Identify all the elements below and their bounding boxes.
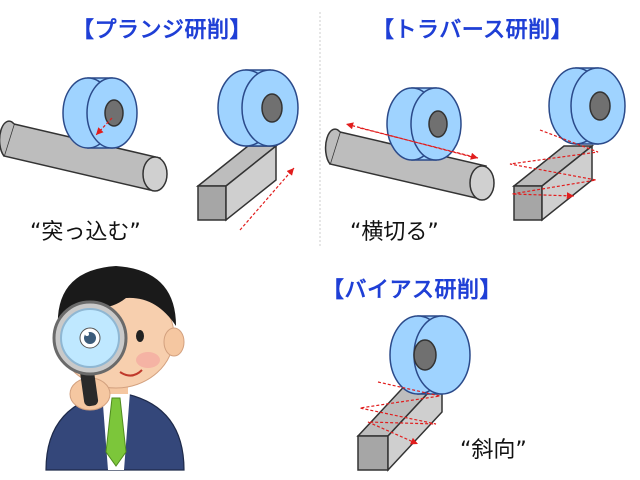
- plunge-title: 【プランジ研削】: [72, 18, 253, 43]
- bias-title: 【バイアス研削】: [322, 278, 503, 303]
- plunge-feed-arrow: [95, 117, 113, 136]
- bias-grinding-wheel: [389, 315, 471, 395]
- plunge-block-feed-arrow: [239, 167, 295, 231]
- traverse-block-workpiece: [511, 144, 595, 222]
- plunge-caption: “突っ込む”: [30, 220, 141, 245]
- cheek: [136, 352, 160, 368]
- magnifier-handle: [79, 365, 99, 407]
- hair: [57, 266, 176, 330]
- plunge-block-workpiece: [195, 144, 279, 222]
- traverse-title: 【トラバース研削】: [372, 18, 574, 43]
- plunge-cylinder-workpiece: [0, 120, 168, 192]
- traverse-cylinder-workpiece: [324, 128, 495, 201]
- person-illustration: [45, 266, 185, 471]
- bias-zigzag-path: [359, 381, 441, 445]
- bias-caption: “斜向”: [460, 438, 527, 463]
- plunge-block-grinding-wheel: [217, 69, 299, 147]
- plunge-grinding-wheel: [62, 77, 138, 149]
- mouth: [119, 369, 143, 377]
- traverse-block-grinding-wheel: [548, 67, 626, 145]
- magnified-pupil-highlight: [85, 332, 89, 336]
- traverse-feed-arrow-2: [359, 127, 479, 160]
- ear: [163, 327, 185, 357]
- tie: [105, 397, 127, 467]
- traverse-grinding-wheel: [386, 87, 462, 161]
- eye: [136, 330, 144, 342]
- traverse-block-zigzag-path: [509, 129, 599, 200]
- traverse-caption: “横切る”: [350, 220, 439, 245]
